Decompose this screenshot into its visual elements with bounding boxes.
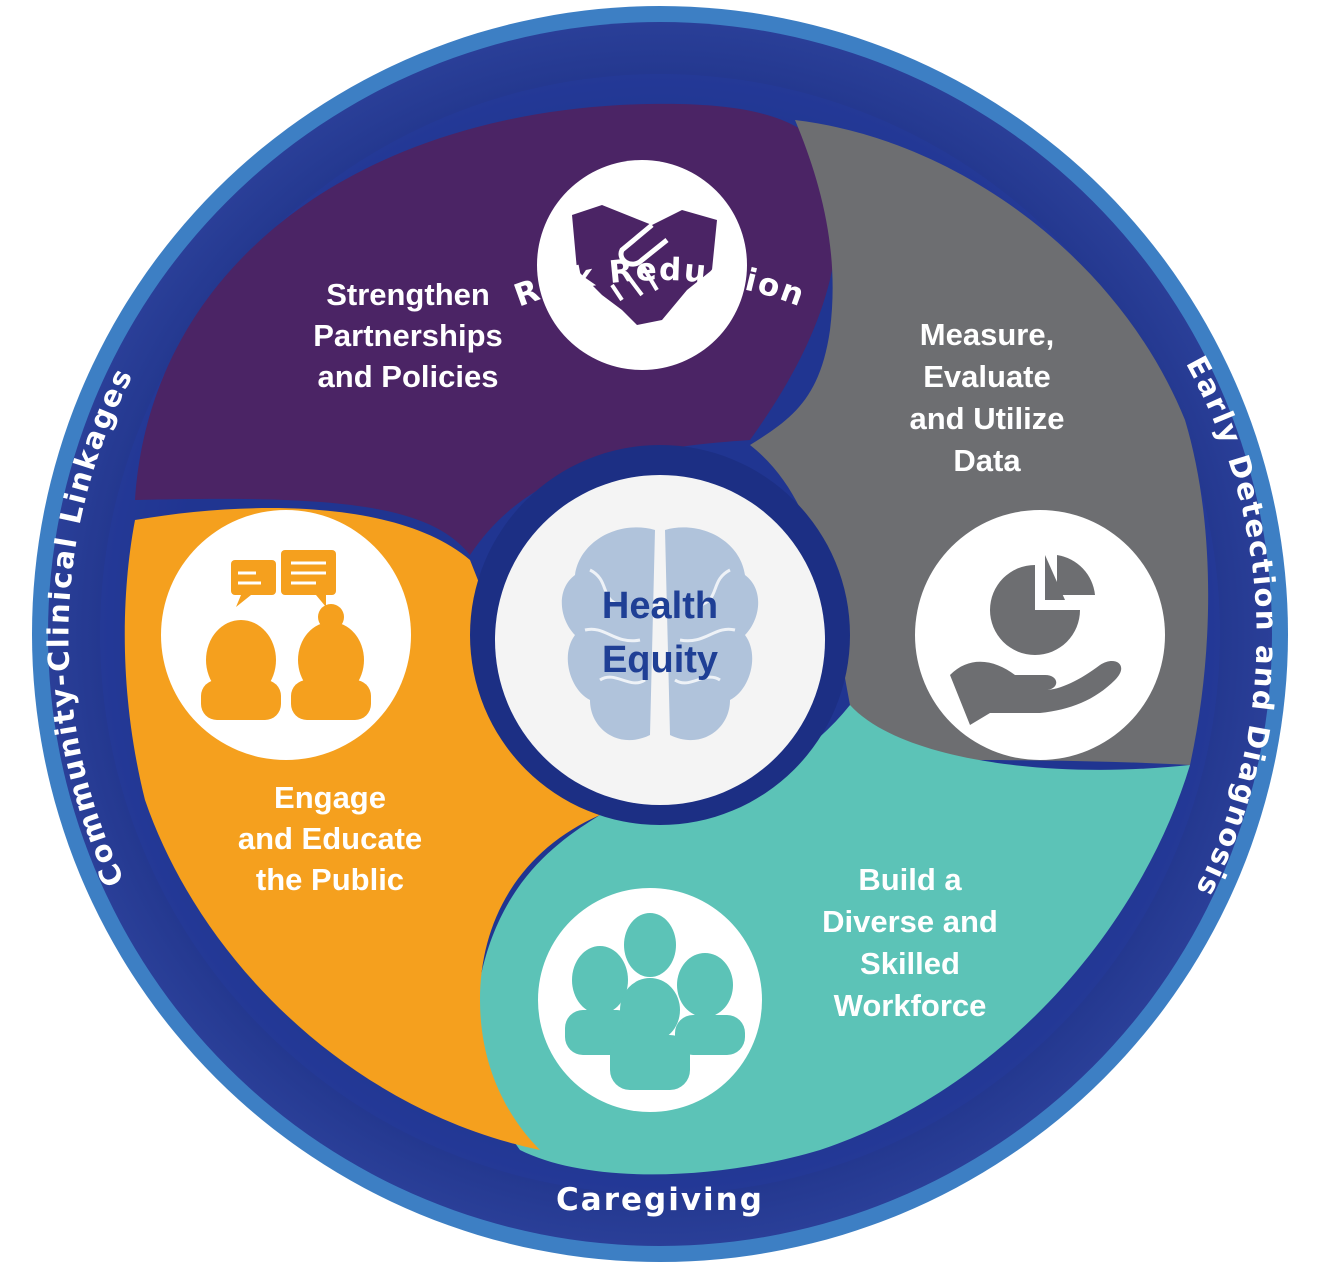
handshake-icon: [572, 205, 717, 325]
workforce-label-line-2: Diverse and: [822, 904, 998, 939]
workforce-label-line-1: Build a: [858, 862, 962, 897]
people-talking-icon: [201, 550, 371, 720]
pie-chart-in-hand-icon: [950, 555, 1122, 725]
center-circle: [495, 475, 825, 805]
partnerships-label-line-1: Strengthen: [326, 277, 490, 312]
workforce-label-line-4: Workforce: [834, 988, 987, 1023]
center-title-line-1: Health: [602, 585, 718, 627]
public-label-line-3: the Public: [256, 862, 404, 897]
data-label-line-3: and Utilize: [909, 401, 1064, 436]
partnerships-label-line-3: and Policies: [318, 359, 499, 394]
public-icon-circle: [161, 510, 411, 760]
partnerships-label-line-2: Partnerships: [313, 318, 503, 353]
workforce-label-line-3: Skilled: [860, 946, 960, 981]
data-label-line-1: Measure,: [920, 317, 1054, 352]
public-label-line-2: and Educate: [238, 821, 422, 856]
brain-icon: [561, 527, 759, 741]
ring-label-bottom: Caregiving: [556, 1182, 764, 1218]
data-label-line-4: Data: [953, 443, 1021, 478]
public-label-line-1: Engage: [274, 780, 386, 815]
data-label-line-2: Evaluate: [923, 359, 1051, 394]
center-title-line-2: Equity: [602, 639, 718, 681]
group-of-people-icon: [565, 913, 745, 1090]
